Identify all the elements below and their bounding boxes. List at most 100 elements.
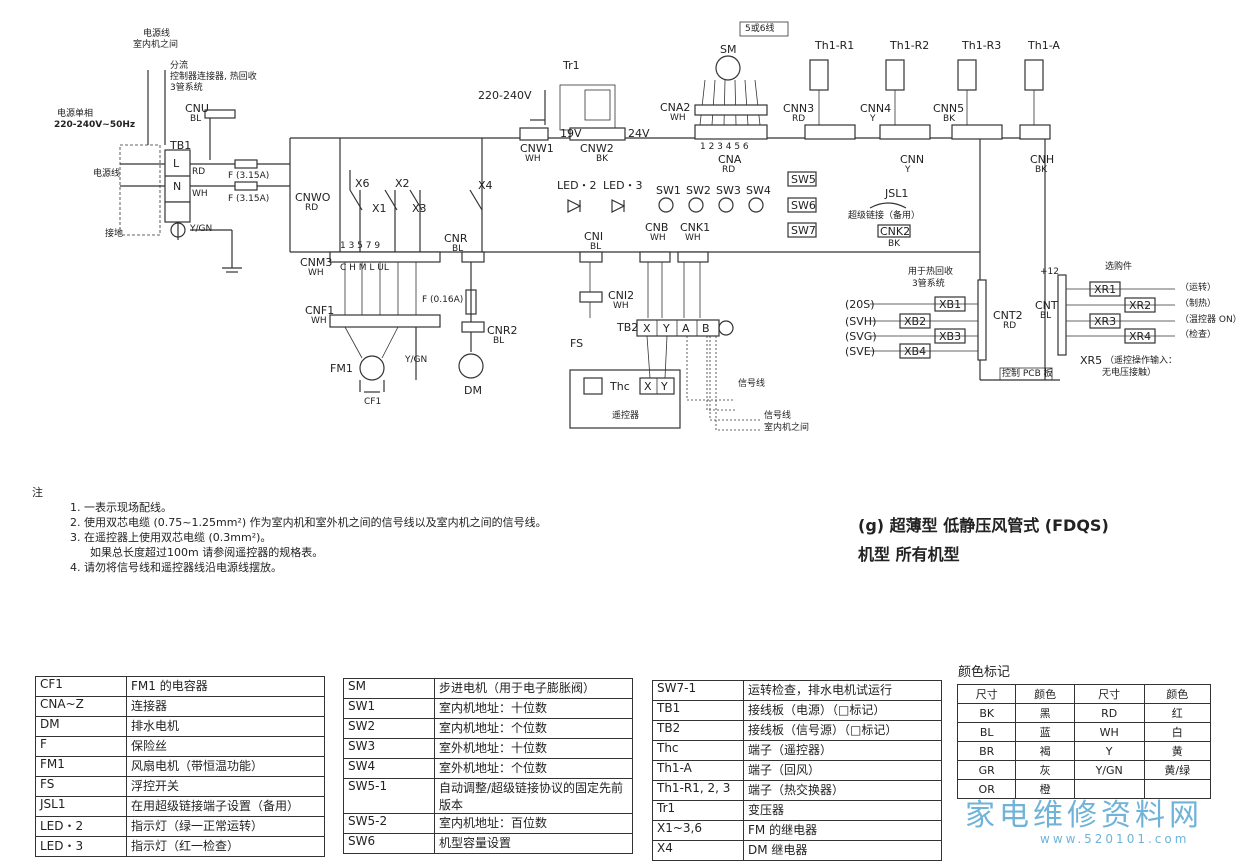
xr4-label: XR4 [1129, 330, 1152, 343]
cnw2-color: BK [596, 154, 609, 164]
color-table-cell [1143, 779, 1211, 799]
led2-label: LED・2 [557, 179, 597, 192]
color-table-cell: BL [956, 722, 1017, 742]
sw7-label: SW7 [791, 224, 816, 237]
cnt2-label: CNT2 [993, 309, 1023, 322]
cna2-color: WH [670, 113, 686, 123]
notes-head: 注 [32, 486, 43, 499]
svh-label: (SVH) [845, 315, 877, 328]
sw5-label: SW5 [791, 173, 816, 186]
cna-label: CNA [718, 153, 742, 166]
legend-key: X4 [652, 840, 744, 861]
legend-key: SW4 [343, 758, 435, 779]
color-table-cell: 褐 [1015, 741, 1075, 761]
cni2-color: WH [613, 301, 629, 311]
color-table-cell: Y [1073, 741, 1145, 761]
legend-key: SW1 [343, 698, 435, 719]
legend-desc: 在用超级链接端子设置（备用） [126, 796, 325, 817]
pcb-label: 控制 PCB 板 [1002, 369, 1053, 379]
legend-key: Th1-R1, 2, 3 [652, 780, 744, 801]
legend-key: CNA~Z [35, 696, 127, 717]
tb2-label: TB2 [617, 321, 639, 334]
tb2-x: X [643, 322, 651, 335]
legend-desc: 室内机地址：百位数 [434, 813, 633, 834]
legend-desc: FM1 的电容器 [126, 676, 325, 697]
legend-key: DM [35, 716, 127, 737]
xr3-label: XR3 [1094, 315, 1117, 328]
legend-desc: FM 的继电器 [743, 820, 942, 841]
legend-key: LED・3 [35, 836, 127, 857]
relay-x6: X6 [355, 177, 370, 190]
legend-key: FS [35, 776, 127, 797]
tr1-label: Tr1 [563, 59, 580, 72]
relay-x2: X2 [395, 177, 410, 190]
legend-desc: 接线板（电源）（□标记） [743, 700, 942, 721]
cnu-color: BL [190, 114, 202, 124]
cnu-label: CNU [185, 102, 209, 115]
cnn-color: Y [905, 165, 911, 175]
cnh-color: BK [1035, 165, 1048, 175]
legend-desc: 连接器 [126, 696, 325, 717]
fm1-label: FM1 [330, 362, 353, 375]
color-table-cell: 橙 [1015, 779, 1075, 799]
model-title-line1: (g) 超薄型 低静压风管式 (FDQS) [858, 516, 1109, 535]
s20s-label: (20S) [845, 298, 875, 311]
sw2-label: SW2 [686, 184, 711, 197]
wh-label: WH [192, 189, 208, 199]
r-heat: （制热） [1180, 299, 1217, 309]
legend-desc: 排水电机 [126, 716, 325, 737]
th-a-label: Th1-A [1028, 39, 1060, 52]
cnt-color: BL [1040, 311, 1052, 321]
cnh-label: CNH [1030, 153, 1055, 166]
cnw1-label: CNW1 [520, 142, 554, 155]
tb2-y: Y [663, 322, 670, 335]
legend-key: SW3 [343, 738, 435, 759]
color-table-head-cell: 颜色 [1015, 684, 1075, 704]
cnt2-color: RD [1003, 321, 1017, 331]
legend-desc: 室外机地址：个位数 [434, 758, 633, 779]
legend-desc: 端子（热交换器） [743, 780, 942, 801]
legend-key: SW6 [343, 833, 435, 854]
note-1: 1. 一表示现场配线。 [70, 501, 172, 514]
sw4-label: SW4 [746, 184, 771, 197]
xb2-label: XB2 [904, 315, 927, 328]
ground-label: 接地 [105, 229, 124, 239]
legend-desc: 运转检查，排水电机试运行 [743, 680, 942, 701]
v24-label: 24V [628, 127, 650, 140]
tb1-l: L [173, 157, 180, 170]
branch-note1: 控制器连接器, 热回收 [170, 72, 257, 82]
th-r2-label: Th1-R2 [890, 39, 930, 52]
plus12-label: +12 [1040, 267, 1059, 277]
cni-label: CNI [584, 230, 604, 243]
th-r1-label: Th1-R1 [815, 39, 855, 52]
legend-desc: 自动调整/超级链接协议的固定先前版本 [434, 778, 633, 814]
color-table-head-cell: 尺寸 [1073, 684, 1145, 704]
dm-fuse-label: F (0.16A) [422, 295, 464, 305]
color-table-cell: 蓝 [1015, 722, 1075, 742]
cnn3-label: CNN3 [783, 102, 815, 115]
legend-desc: 风扇电机（带恒温功能） [126, 756, 325, 777]
legend-key: FM1 [35, 756, 127, 777]
supply-spec: 220-240V~50Hz [54, 120, 136, 130]
xr5-note2: 无电压接触） [1102, 368, 1157, 378]
xr5-label: XR5 [1080, 354, 1103, 367]
color-table-cell: BK [956, 703, 1017, 723]
